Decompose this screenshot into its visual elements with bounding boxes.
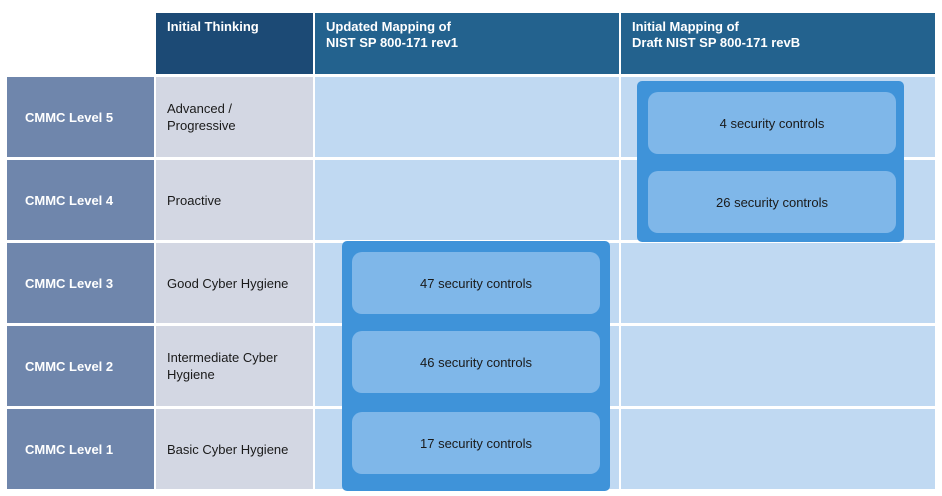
revb-cell-level-3	[621, 243, 935, 323]
level-2-cell: CMMC Level 2	[7, 326, 154, 406]
rev1-level-1-controls: 17 security controls	[352, 412, 600, 474]
thinking-level-2: Intermediate Cyber Hygiene	[156, 326, 313, 406]
header-initial-thinking: Initial Thinking	[156, 13, 313, 74]
rev1-level-2-controls: 46 security controls	[352, 331, 600, 393]
rev1-level-3-controls: 47 security controls	[352, 252, 600, 314]
revb-level-5-controls: 4 security controls	[648, 92, 896, 154]
thinking-level-5: Advanced / Progressive	[156, 77, 313, 157]
revb-cell-level-1	[621, 409, 935, 489]
revb-level-4-controls: 26 security controls	[648, 171, 896, 233]
header-updated-mapping: Updated Mapping of NIST SP 800-171 rev1	[315, 13, 619, 74]
level-4-cell: CMMC Level 4	[7, 160, 154, 240]
rev1-cell-level-5	[315, 77, 619, 157]
rev1-cell-level-4	[315, 160, 619, 240]
header-initial-mapping: Initial Mapping of Draft NIST SP 800-171…	[621, 13, 935, 74]
level-5-cell: CMMC Level 5	[7, 77, 154, 157]
thinking-level-3: Good Cyber Hygiene	[156, 243, 313, 323]
thinking-level-1: Basic Cyber Hygiene	[156, 409, 313, 489]
level-3-cell: CMMC Level 3	[7, 243, 154, 323]
level-1-cell: CMMC Level 1	[7, 409, 154, 489]
thinking-level-4: Proactive	[156, 160, 313, 240]
revb-cell-level-2	[621, 326, 935, 406]
